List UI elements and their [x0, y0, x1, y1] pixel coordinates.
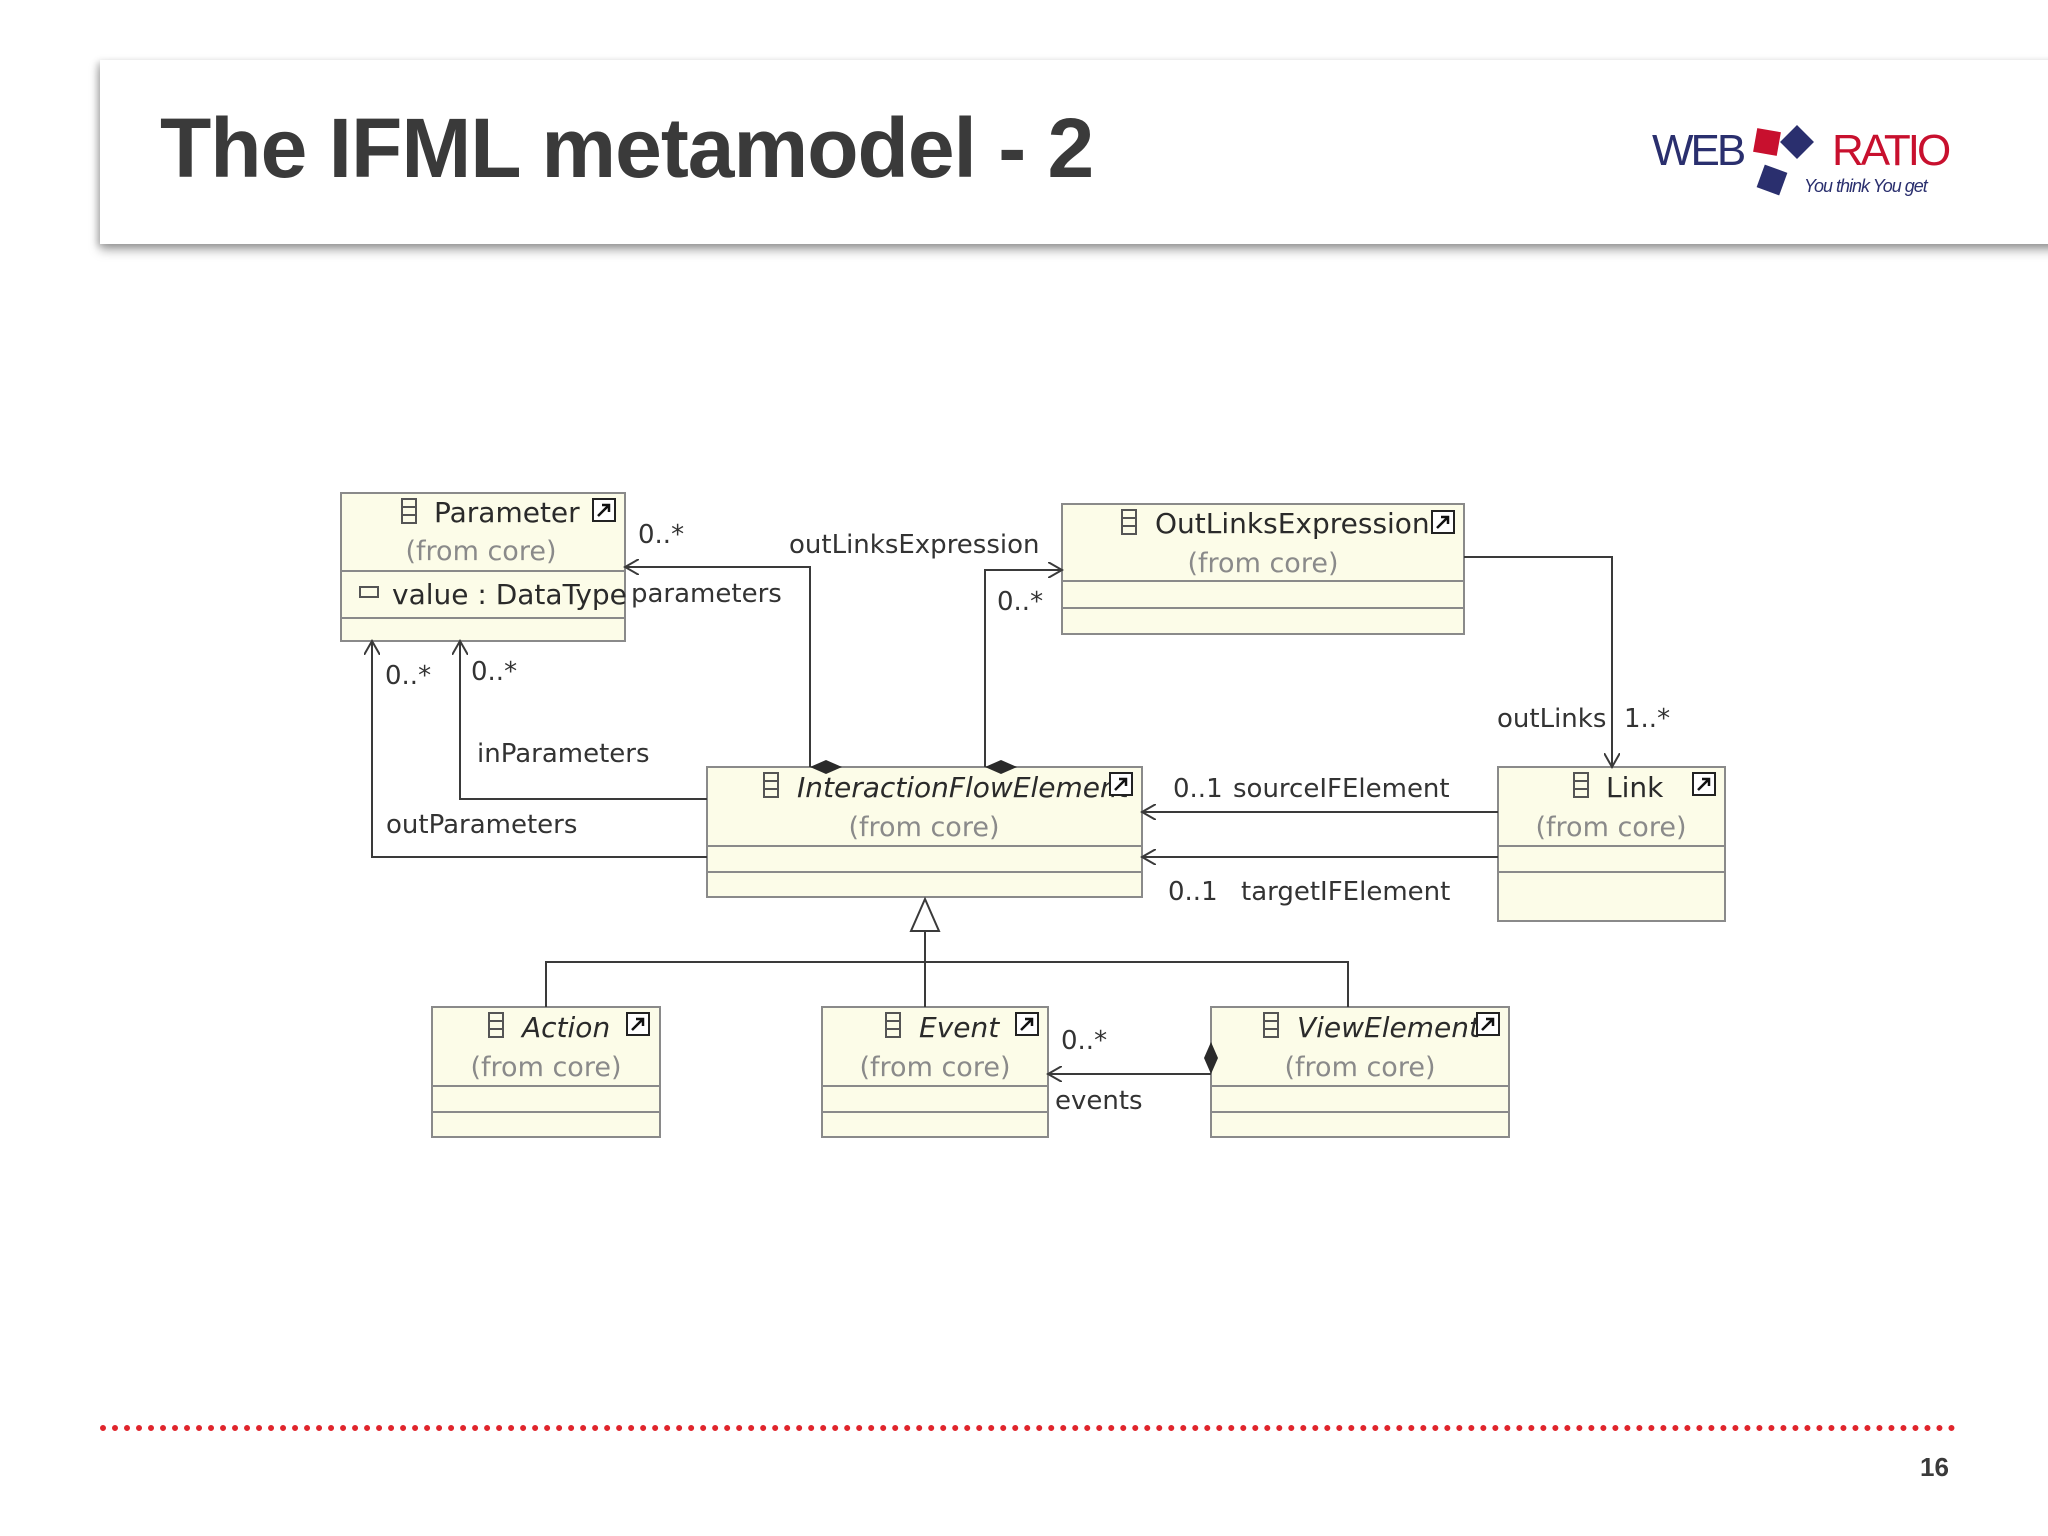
class-origin: (from core)	[471, 1052, 622, 1083]
multiplicity-label: 0..1	[1168, 877, 1218, 907]
role-label: targetIFElement	[1241, 877, 1450, 907]
multiplicity-label: 0..*	[997, 587, 1043, 617]
multiplicity-label: 0..*	[1061, 1026, 1107, 1056]
class-origin: (from core)	[860, 1052, 1011, 1083]
webratio-logo: WEB RATIO You think You get	[1640, 118, 1970, 208]
class-name: ViewElement	[1297, 1011, 1481, 1044]
logo-tagline: You think You get	[1804, 176, 1928, 196]
class-event: Event (from core)	[821, 1006, 1049, 1138]
slide-title: The IFML metamodel - 2	[160, 101, 1094, 195]
role-label: outLinksExpression	[789, 530, 1040, 560]
multiplicity-label: 1..*	[1624, 704, 1670, 734]
class-origin: (from core)	[849, 812, 1000, 843]
class-name: OutLinksExpression	[1155, 507, 1430, 540]
class-outlinks-expression: OutLinksExpression (from core)	[1061, 503, 1465, 635]
multiplicity-label: 0..*	[638, 520, 684, 550]
shortcut-icon	[1476, 1012, 1500, 1036]
association-outlinks	[1464, 556, 1612, 767]
multiplicity-label: 0..1	[1173, 774, 1223, 804]
footer-divider	[100, 1425, 1956, 1431]
class-name: Link	[1606, 771, 1664, 804]
generalization	[545, 896, 1349, 1007]
class-parameter: Parameter (from core) value : DataType	[340, 492, 627, 642]
class-name: Action	[520, 1011, 610, 1044]
class-origin: (from core)	[1188, 548, 1339, 579]
class-name: Event	[919, 1011, 1000, 1044]
class-origin: (from core)	[1536, 812, 1687, 843]
multiplicity-label: 0..*	[385, 661, 431, 691]
logo-text-web: WEB	[1652, 126, 1746, 175]
attribute-icon	[359, 586, 379, 598]
shortcut-icon	[1109, 772, 1133, 796]
shortcut-icon	[592, 498, 616, 522]
role-label: sourceIFElement	[1233, 774, 1450, 804]
role-label: inParameters	[477, 739, 650, 769]
title-banner	[100, 60, 2048, 244]
shortcut-icon	[1431, 510, 1455, 534]
association-in-parameters	[460, 641, 707, 800]
shortcut-icon	[626, 1012, 650, 1036]
class-name: InteractionFlowElement	[797, 771, 1130, 804]
role-label: events	[1055, 1086, 1143, 1116]
class-action: Action (from core)	[431, 1006, 661, 1138]
shortcut-icon	[1015, 1012, 1039, 1036]
multiplicity-label: 0..*	[471, 657, 517, 687]
association-out-parameters	[372, 641, 707, 858]
class-link: Link (from core)	[1497, 766, 1726, 922]
role-label: outLinks	[1497, 704, 1606, 734]
class-interaction-flow-element: InteractionFlowElement (from core)	[706, 766, 1143, 898]
shortcut-icon	[1692, 772, 1716, 796]
inheritance-triangle-icon	[909, 896, 941, 932]
class-origin: (from core)	[1285, 1052, 1436, 1083]
class-origin: (from core)	[406, 536, 557, 567]
attribute-value: value : DataType	[392, 578, 627, 611]
role-label: parameters	[631, 579, 782, 609]
class-view-element: ViewElement (from core)	[1210, 1006, 1510, 1138]
association-outlinks-expression	[984, 570, 1062, 767]
logo-text-ratio: RATIO	[1832, 126, 1951, 175]
role-label: outParameters	[386, 810, 577, 840]
association-parameters	[625, 567, 810, 767]
class-name: Parameter	[434, 496, 580, 529]
page-number: 16	[1920, 1452, 1949, 1482]
